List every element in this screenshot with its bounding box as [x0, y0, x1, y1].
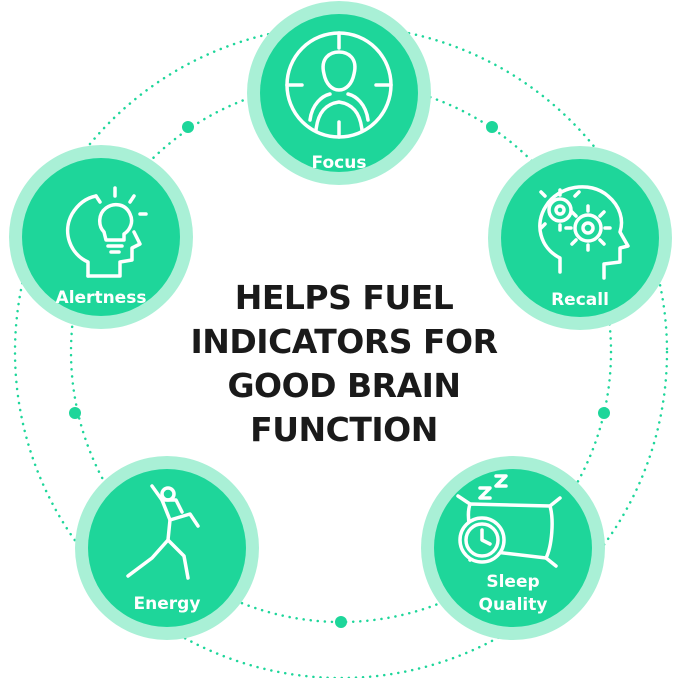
node-alertness: Alertness: [9, 145, 193, 329]
orbit-dot: [69, 407, 81, 419]
headline-line: GOOD BRAIN: [227, 366, 461, 405]
headline-line: INDICATORS FOR: [190, 322, 499, 361]
node-alertness-label: Alertness: [56, 288, 147, 308]
node-energy-inner-circle: [88, 469, 246, 627]
node-recall-label: Recall: [551, 290, 609, 310]
node-focus: Focus: [247, 1, 431, 185]
headline-line: FUNCTION: [250, 410, 438, 449]
node-sleep-label-line2: Quality: [479, 595, 548, 615]
orbit-dot: [335, 616, 347, 628]
node-sleep-inner-circle: [434, 469, 592, 627]
stretching-person-icon: [126, 484, 200, 580]
clock-pillow-zzz-icon: [456, 474, 562, 568]
headline-line: HELPS FUEL: [234, 278, 454, 317]
orbit-dot: [182, 121, 194, 133]
node-energy-label: Energy: [134, 594, 201, 614]
orbit-dot: [598, 407, 610, 419]
headline: HELPS FUEL INDICATORS FOR GOOD BRAIN FUN…: [150, 276, 538, 452]
orbit-dot: [486, 121, 498, 133]
head-gears-icon: [538, 185, 630, 280]
node-sleep-label-line1: Sleep: [486, 572, 539, 592]
node-alertness-inner-circle: [22, 158, 180, 316]
orbit-accent-dots: [69, 121, 610, 628]
node-sleep-quality: Sleep Quality: [421, 456, 605, 640]
node-focus-label: Focus: [312, 153, 367, 173]
head-target-icon: [285, 31, 393, 139]
node-recall: Recall: [488, 146, 672, 330]
head-lightbulb-icon: [66, 186, 148, 278]
node-energy: Energy: [75, 456, 259, 640]
